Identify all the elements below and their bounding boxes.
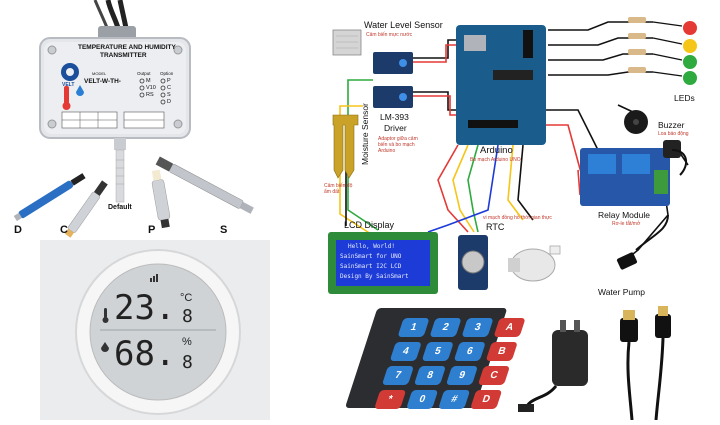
- lcd-display-label: LCD Display: [344, 220, 395, 230]
- driver-sub: Adaptor giữa cảm biến và bo mạch Arduino: [378, 136, 418, 154]
- option-p: P: [167, 78, 171, 84]
- keypad-key[interactable]: 3: [461, 318, 494, 337]
- keypad-key[interactable]: 5: [421, 342, 454, 361]
- sensor-panel: 23. 8 °C 68. 8 %: [40, 240, 270, 420]
- humidity-decimal: 8: [182, 352, 193, 373]
- keypad-key[interactable]: *: [374, 390, 407, 409]
- temperature-decimal: 8: [182, 306, 193, 327]
- wiring-illustration: [328, 17, 697, 294]
- temperature-reading: 23.: [114, 288, 176, 328]
- keypad-key[interactable]: 2: [429, 318, 462, 337]
- probe-label-s: S: [220, 224, 228, 236]
- keypad-key[interactable]: C: [477, 366, 511, 385]
- keypad-key[interactable]: 8: [413, 366, 447, 385]
- relay-sub: Rơ-le tắt/mở: [612, 221, 641, 227]
- rtc-sub: vi mạch đồng hồ thời gian thực: [483, 215, 552, 221]
- leds-label: LEDs: [674, 93, 695, 103]
- option-s: S: [167, 92, 171, 98]
- probe-label-p: P: [148, 224, 156, 236]
- keypad-key[interactable]: 7: [381, 366, 415, 385]
- output-option-rs: RS: [146, 92, 154, 98]
- keypad-key[interactable]: #: [438, 390, 471, 409]
- lcd-line-1: Hello, World!: [348, 243, 395, 250]
- keypad-key[interactable]: B: [485, 342, 518, 361]
- probe-label-c: C: [60, 224, 68, 236]
- water-level-sub: Cảm biến mực nước: [366, 32, 413, 38]
- default-probe-label: Default: [108, 204, 132, 211]
- keypad-key[interactable]: A: [493, 318, 526, 337]
- keypad-key[interactable]: 6: [453, 342, 486, 361]
- water-pump-label: Water Pump: [598, 287, 645, 297]
- lm393-label: LM-393: [380, 112, 409, 122]
- transmitter-title-line1: TEMPERATURE AND HUMIDITY: [78, 44, 176, 51]
- water-level-sensor-label: Water Level Sensor: [364, 20, 443, 30]
- keypad-key[interactable]: 0: [406, 390, 439, 409]
- buzzer-sub: Loa báo động: [658, 131, 689, 137]
- relay-module-label: Relay Module: [598, 210, 650, 220]
- model-value: VELT-W-TH-: [84, 78, 121, 85]
- humidity-unit: %: [182, 336, 192, 348]
- moisture-sub: Cảm biến độ ẩm đất: [324, 183, 353, 195]
- output-option-v10: V10: [146, 85, 156, 91]
- keypad-key[interactable]: 9: [445, 366, 479, 385]
- keypad-key[interactable]: 1: [397, 318, 430, 337]
- option-d: D: [167, 99, 171, 105]
- arduino-label: Arduino: [480, 145, 513, 156]
- temperature-unit: °C: [180, 292, 193, 304]
- rtc-label: RTC: [486, 222, 505, 232]
- model-label: MODEL: [92, 71, 107, 76]
- transmitter-brand: VELT: [62, 82, 75, 88]
- output-label: Output: [137, 71, 151, 76]
- keypad-key[interactable]: 4: [389, 342, 422, 361]
- lcd-line-4: Design By SainSmart: [340, 273, 409, 280]
- lcd-line-3: SainSmart I2C LCD: [340, 263, 402, 270]
- option-label: Option: [160, 71, 174, 76]
- wiring-diagram: Water Level Sensor Cảm biến mực nước LM-…: [318, 0, 720, 300]
- probe-label-d: D: [14, 224, 22, 236]
- moisture-sensor-label: Moisture Sensor: [360, 103, 370, 165]
- humidity-reading: 68.: [114, 334, 176, 374]
- arduino-sub: Bo mạch Arduino UNO: [470, 157, 521, 163]
- output-option-m: M: [146, 78, 151, 84]
- driver-label: Driver: [384, 123, 407, 133]
- keypad-key[interactable]: D: [470, 390, 503, 409]
- option-c: C: [167, 85, 171, 91]
- round-sensor-illustration: [75, 249, 241, 415]
- transmitter-illustration: [13, 0, 254, 238]
- transmitter-title-line2: TRANSMITTER: [100, 52, 147, 59]
- lcd-line-2: SainSmart for UNO: [340, 253, 402, 260]
- transmitter-panel: TEMPERATURE AND HUMIDITY TRANSMITTER VEL…: [0, 0, 300, 240]
- buzzer-label: Buzzer: [658, 120, 685, 130]
